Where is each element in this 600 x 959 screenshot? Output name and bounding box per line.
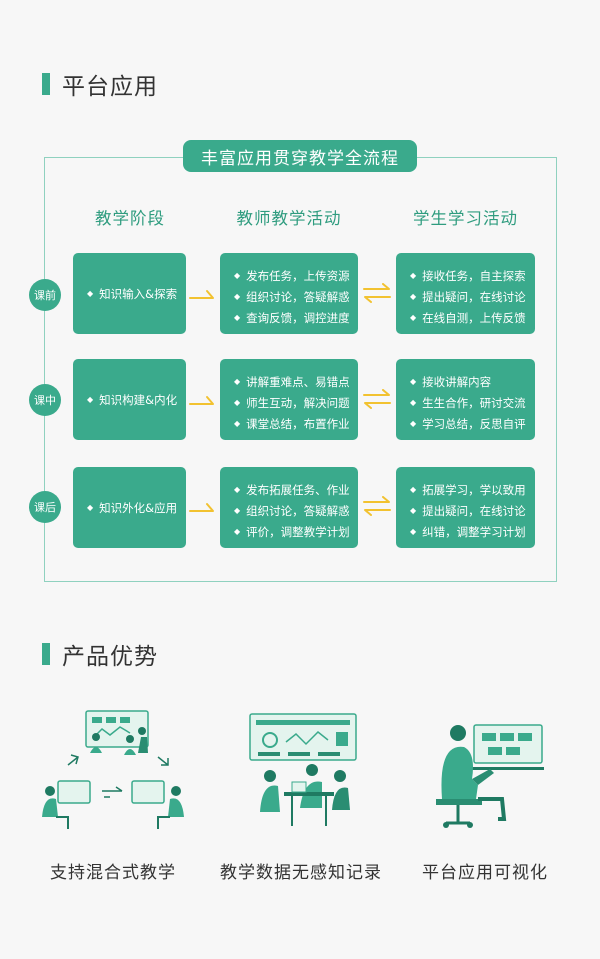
knowledge-box-during: ◆ 知识构建&内化 bbox=[73, 359, 186, 440]
bullet-icon: ◆ bbox=[87, 289, 94, 298]
title-bar bbox=[42, 73, 50, 95]
knowledge-text: 知识外化&应用 bbox=[99, 500, 178, 515]
advantage-data-recording: 教学数据无感知记录 bbox=[220, 863, 382, 883]
exchange-arrows-icon bbox=[363, 496, 391, 516]
activity-text: 发布拓展任务、作业 bbox=[246, 482, 350, 497]
exchange-arrows-icon bbox=[363, 283, 391, 303]
bullet-icon: ◆ bbox=[410, 292, 417, 301]
activity-text: 提出疑问，在线讨论 bbox=[422, 503, 526, 518]
bullet-icon: ◆ bbox=[234, 506, 241, 515]
bullet-icon: ◆ bbox=[234, 271, 241, 280]
activity-text: 在线自测，上传反馈 bbox=[422, 310, 526, 325]
column-heading-student: 学生学习活动 bbox=[413, 209, 518, 228]
bullet-icon: ◆ bbox=[410, 313, 417, 322]
exchange-arrows-icon bbox=[363, 389, 391, 409]
column-heading-stage: 教学阶段 bbox=[95, 209, 165, 228]
activity-text: 生生合作，研讨交流 bbox=[422, 395, 526, 410]
activity-text: 查询反馈，调控进度 bbox=[246, 310, 350, 325]
knowledge-box-before: ◆ 知识输入&探索 bbox=[73, 253, 186, 334]
advantage-hybrid-teaching: 支持混合式教学 bbox=[50, 863, 176, 883]
knowledge-box-after: ◆ 知识外化&应用 bbox=[73, 467, 186, 548]
activity-text: 接收任务，自主探索 bbox=[422, 268, 526, 283]
teacher-activity-box-during: ◆ 讲解重难点、易错点 ◆ 师生互动，解决问题 ◆ 课堂总结，布置作业 bbox=[220, 359, 358, 440]
data-recording-illustration bbox=[249, 713, 357, 826]
bullet-icon: ◆ bbox=[410, 485, 417, 494]
teacher-activity-box-after: ◆ 发布拓展任务、作业 ◆ 组织讨论，答疑解惑 ◆ 评价，调整教学计划 bbox=[220, 467, 358, 548]
activity-text: 课堂总结，布置作业 bbox=[246, 416, 350, 431]
flow-banner: 丰富应用贯穿教学全流程 bbox=[183, 140, 417, 172]
bullet-icon: ◆ bbox=[410, 377, 417, 386]
knowledge-text: 知识构建&内化 bbox=[99, 392, 178, 407]
activity-text: 讲解重难点、易错点 bbox=[246, 374, 350, 389]
activity-text: 学习总结，反思自评 bbox=[422, 416, 526, 431]
bullet-icon: ◆ bbox=[234, 527, 241, 536]
bullet-icon: ◆ bbox=[234, 485, 241, 494]
bullet-icon: ◆ bbox=[234, 419, 241, 428]
title-bar bbox=[42, 643, 50, 665]
activity-text: 接收讲解内容 bbox=[422, 374, 492, 389]
activity-text: 组织讨论，答疑解惑 bbox=[246, 503, 350, 518]
activity-text: 组织讨论，答疑解惑 bbox=[246, 289, 350, 304]
student-activity-box-during: ◆ 接收讲解内容 ◆ 生生合作，研讨交流 ◆ 学习总结，反思自评 bbox=[396, 359, 535, 440]
stage-badge-during: 课中 bbox=[29, 384, 61, 416]
bullet-icon: ◆ bbox=[234, 292, 241, 301]
column-heading-teacher: 教师教学活动 bbox=[236, 209, 342, 228]
bullet-icon: ◆ bbox=[234, 377, 241, 386]
student-activity-box-after: ◆ 拓展学习，学以致用 ◆ 提出疑问，在线讨论 ◆ 纠错，调整学习计划 bbox=[396, 467, 535, 548]
bullet-icon: ◆ bbox=[87, 503, 94, 512]
activity-text: 纠错，调整学习计划 bbox=[422, 524, 526, 539]
stage-badge-before: 课前 bbox=[29, 279, 61, 311]
arrow-right-icon bbox=[189, 503, 214, 512]
advantage-visualization: 平台应用可视化 bbox=[422, 863, 548, 883]
arrow-right-icon bbox=[189, 396, 214, 405]
stage-badge-after: 课后 bbox=[29, 491, 61, 523]
activity-text: 提出疑问，在线讨论 bbox=[422, 289, 526, 304]
bullet-icon: ◆ bbox=[410, 419, 417, 428]
section-title-text: 平台应用 bbox=[62, 74, 158, 100]
activity-text: 评价，调整教学计划 bbox=[246, 524, 350, 539]
bullet-icon: ◆ bbox=[87, 395, 94, 404]
section-title-text: 产品优势 bbox=[62, 644, 158, 670]
activity-text: 拓展学习，学以致用 bbox=[422, 482, 526, 497]
student-activity-box-before: ◆ 接收任务，自主探索 ◆ 提出疑问，在线讨论 ◆ 在线自测，上传反馈 bbox=[396, 253, 535, 334]
arrow-right-icon bbox=[189, 290, 214, 299]
hybrid-teaching-illustration bbox=[42, 710, 184, 829]
visualization-illustration bbox=[436, 724, 544, 828]
bullet-icon: ◆ bbox=[410, 527, 417, 536]
teacher-activity-box-before: ◆ 发布任务，上传资源 ◆ 组织讨论，答疑解惑 ◆ 查询反馈，调控进度 bbox=[220, 253, 358, 334]
section-title-advantages: 产品优势 bbox=[42, 637, 158, 671]
bullet-icon: ◆ bbox=[234, 313, 241, 322]
activity-text: 师生互动，解决问题 bbox=[246, 395, 350, 410]
knowledge-text: 知识输入&探索 bbox=[99, 286, 178, 301]
activity-text: 发布任务，上传资源 bbox=[246, 268, 350, 283]
bullet-icon: ◆ bbox=[410, 398, 417, 407]
bullet-icon: ◆ bbox=[234, 398, 241, 407]
bullet-icon: ◆ bbox=[410, 506, 417, 515]
section-title-platform: 平台应用 bbox=[42, 67, 158, 101]
bullet-icon: ◆ bbox=[410, 271, 417, 280]
